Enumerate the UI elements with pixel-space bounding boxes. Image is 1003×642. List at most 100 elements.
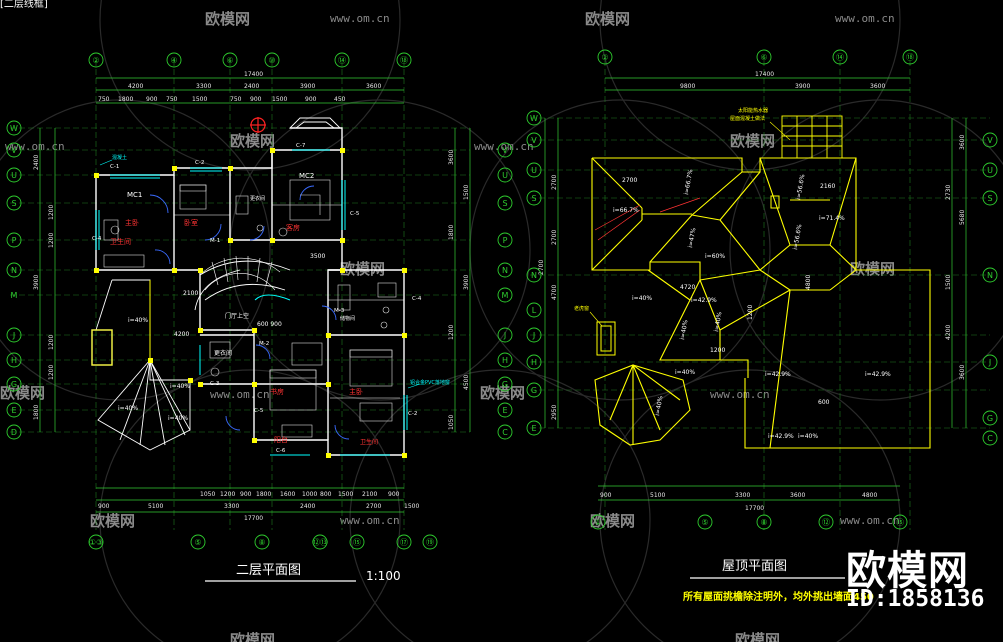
door-window-tags: C-1 C-2 C-3 C-4 C-5 C-6 C-7 M-1 M-2 M-3 … [92,143,422,454]
dim-top-fine: 1800 [118,96,133,103]
solar-heater [781,115,843,159]
dim-right: 4500 [463,375,470,390]
axis-label-bottom: ⑮ [896,518,904,527]
slope-label: i=66.7% [683,168,694,195]
tag-label: C-5 [254,408,264,414]
second-floor-plan: 17400 4200 3300 2400 3900 3600 750 1800 … [6,52,513,583]
corner-label: [二层线框] [0,0,48,10]
dim-bottom-fine: 1800 [256,491,271,498]
slope-label: i=40% [798,433,818,440]
room-label: 客房 [286,223,300,232]
watermark-url: www.om.cn [474,140,534,153]
dim-right: 3600 [448,150,455,165]
axis-label-bottom: ⑫⑬ [312,538,328,547]
axis-label-right: P [503,236,508,245]
dim-top-fine: 750 [230,96,242,103]
axis-label-bottom: ⑧ [760,518,767,527]
callout-text: 屋面混凝土做法 [730,115,765,122]
dim-total-top: 17400 [755,71,774,78]
tag-label: C-6 [276,448,286,454]
axis-label-bottom: ⑤ [701,518,708,527]
axis-label-right: U [502,171,508,180]
roof-dim: 1200 [747,305,754,320]
chimney-marks [596,195,780,356]
room-label: 书房 [270,387,284,396]
axis-label-bottom: ① [594,518,601,527]
room-label: 储物间 [340,315,355,322]
roof-red-lines [594,197,701,241]
axis-label-left: S [531,194,536,203]
dim-top-fine: 1500 [192,96,207,103]
dim-right: 1050 [448,415,455,430]
watermark-brand: 欧模网 [585,10,630,28]
watermark-url: www.om.cn [840,514,900,527]
axis-label-left: D [11,428,17,437]
dim-bottom-fine: 900 [388,491,400,498]
watermark-brand: 欧模网 [735,631,780,642]
tag-label: M-3 [334,308,345,314]
dim-bottom-fine: 2100 [362,491,377,498]
dim-bottom: 3600 [790,492,805,499]
dim-left: 1200 [48,205,55,220]
room-label: 更衣间 [250,195,265,202]
callout-text: 铝合金PVC落地窗 [410,379,450,386]
axis-label-right: J [988,358,991,367]
roof-dim: 4800 [805,275,812,290]
axis-label-left: S [11,199,16,208]
dim-bottom-fine: 1600 [280,491,295,498]
second-floor-title: 二层平面图 [236,563,301,578]
watermark-brand: 欧模网 [230,132,275,150]
axis-label-bottom: ⑰ [400,538,408,547]
dim-bottom: 3300 [224,503,239,510]
roof-callout-leaders [589,121,791,327]
room-label: 门厅上空 [225,312,249,320]
tag-label: C-1 [110,164,119,170]
axis-label-left: V [531,136,537,145]
watermark-brand: 欧模网 [340,260,385,278]
dim-left: 1200 [48,335,55,350]
dim-bottom: 2700 [366,503,381,510]
dim-bottom: 900 [600,492,612,499]
watermark-url: www.om.cn [340,514,400,527]
yellow-outlines [91,280,151,366]
dim-top-fine: 900 [146,96,158,103]
axis-label-right: C [987,434,993,443]
slope-label: i=66.7% [613,207,639,214]
brand-logo: 欧模网 [846,548,969,594]
dim-top-fine: 900 [250,96,262,103]
axis-label-top: ⑱ [400,56,408,65]
axis-label-top: ⑭ [338,56,346,65]
axis-label-right: E [502,406,507,415]
room-label-mc2: MC2 [299,172,314,180]
furniture [103,179,397,438]
walls [91,127,405,456]
dim-right: 1500 [463,185,470,200]
axis-label-right: U [987,166,993,175]
axis-label-right: S [502,199,507,208]
plan-dim-note: 2100 [183,290,198,297]
dim-bottom: 900 [98,503,110,510]
dim-right: 3900 [463,275,470,290]
scale-label: 1:100 [366,569,401,583]
dim-left: 2700 [551,175,558,190]
axis-label-left: M [11,291,18,300]
room-label: 阳台 [274,435,288,444]
slope-label: i=40% [632,295,652,302]
tag-label: C-2 [195,160,204,166]
tag-label: M-2 [259,341,269,347]
dim-top-fine: 1500 [272,96,287,103]
axis-label-left: G [11,380,17,389]
plan-dim-note: 3500 [310,253,325,260]
watermark-brand: 欧模网 [480,384,525,402]
dim-right: 4200 [945,325,952,340]
axis-label-top: ⑥ [226,56,233,65]
dim-left: 1200 [48,365,55,380]
watermark-brand: 欧模网 [205,10,250,28]
slope-label: i=71.4% [819,215,845,222]
tag-label: C-5 [350,211,360,217]
room-label: 更衣间 [214,349,232,357]
columns [94,148,407,458]
plan-dim-note: 4200 [174,331,189,338]
room-label: 主卧 [349,387,363,396]
